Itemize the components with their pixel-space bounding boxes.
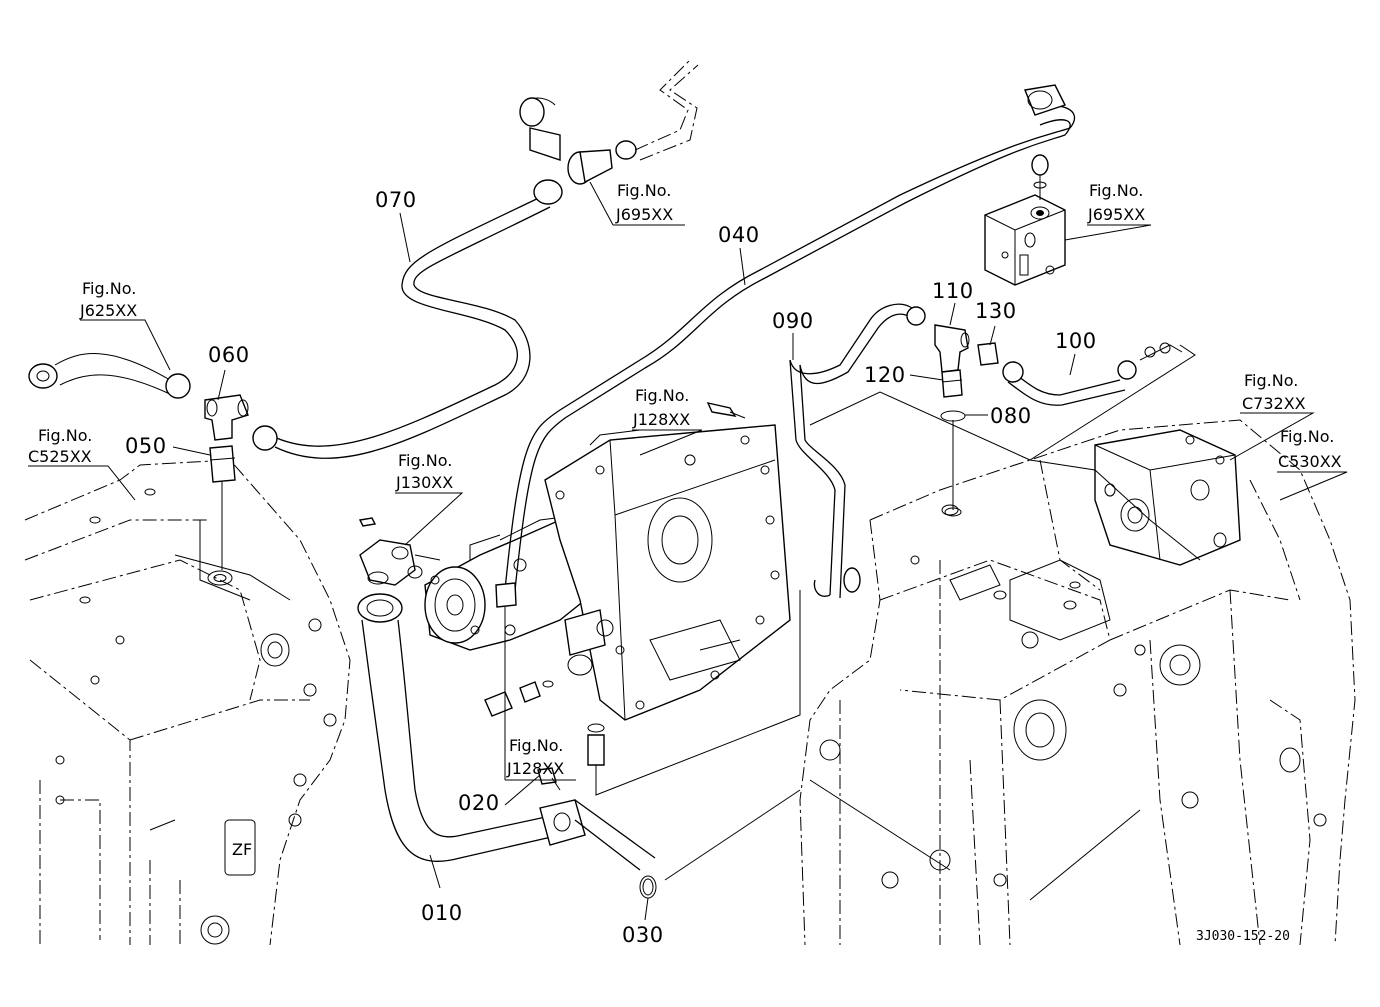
- part-label-080: 080: [990, 404, 1032, 428]
- pipe-040: [495, 84, 1076, 700]
- pipe-010-suction: [357, 593, 801, 881]
- part-label-060: 060: [208, 343, 250, 367]
- leader-lines: [28, 181, 1348, 921]
- svg-text:Fig.No.: Fig.No.: [617, 181, 671, 200]
- svg-text:Fig.No.: Fig.No.: [1244, 371, 1298, 390]
- svg-text:Fig.No.: Fig.No.: [1089, 181, 1143, 200]
- svg-text:J695XX: J695XX: [615, 205, 673, 224]
- adapter-130: [977, 342, 999, 366]
- left-housing-outline: ZF: [24, 459, 351, 946]
- svg-text:Fig.No.: Fig.No.: [38, 426, 92, 445]
- fig-ref-j128-bottom[interactable]: Fig.No. J128XX: [506, 736, 564, 778]
- fig-ref-c525[interactable]: Fig.No. C525XX: [28, 426, 92, 466]
- svg-text:C525XX: C525XX: [28, 447, 92, 466]
- part-label-020: 020: [458, 791, 500, 815]
- fig-ref-j128-top[interactable]: Fig.No. J128XX: [632, 386, 690, 429]
- fig-ref-c732[interactable]: Fig.No. C732XX: [1242, 371, 1306, 413]
- svg-text:Fig.No.: Fig.No.: [82, 279, 136, 298]
- suction-elbow-fitting: [359, 539, 441, 586]
- o-ring-080: [940, 410, 966, 422]
- pipe-ref-j625: [28, 353, 191, 399]
- fig-ref-j695-right[interactable]: Fig.No. J695XX: [1087, 181, 1145, 224]
- pto-gear-housing: [544, 424, 791, 721]
- svg-text:C530XX: C530XX: [1278, 452, 1342, 471]
- fig-ref-j695-left[interactable]: Fig.No. J695XX: [615, 181, 673, 224]
- drawing-code: 3J030-152-20: [1196, 929, 1290, 944]
- svg-text:J128XX: J128XX: [506, 759, 564, 778]
- svg-text:J128XX: J128XX: [632, 410, 690, 429]
- part-label-130: 130: [975, 299, 1017, 323]
- part-label-030: 030: [622, 923, 664, 947]
- svg-text:Fig.No.: Fig.No.: [635, 386, 689, 405]
- part-label-070: 070: [375, 188, 417, 212]
- pipe-070: [252, 179, 563, 459]
- svg-text:C732XX: C732XX: [1242, 394, 1306, 413]
- adapter-050: [209, 445, 236, 570]
- part-label-090: 090: [772, 309, 814, 333]
- pipe-100: [1002, 342, 1196, 461]
- svg-text:Fig.No.: Fig.No.: [1280, 427, 1334, 446]
- svg-text:J625XX: J625XX: [79, 301, 137, 320]
- part-label-120: 120: [864, 363, 906, 387]
- part-label-040: 040: [718, 223, 760, 247]
- pipe-ref-j695-left: [519, 59, 699, 185]
- svg-text:Fig.No.: Fig.No.: [398, 451, 452, 470]
- housing-logo-mark: ZF: [232, 840, 252, 859]
- part-label-110: 110: [932, 279, 974, 303]
- tee-fitting-110: [934, 324, 970, 373]
- svg-text:J695XX: J695XX: [1087, 205, 1145, 224]
- control-valve-block: [1029, 429, 1241, 566]
- fig-ref-j625[interactable]: Fig.No. J625XX: [79, 279, 137, 320]
- right-housing-outline: [799, 419, 1356, 946]
- manifold-block: [984, 194, 1066, 286]
- adapter-120: [941, 369, 963, 398]
- pipe-090: [789, 303, 926, 599]
- fig-ref-c530[interactable]: Fig.No. C530XX: [1278, 427, 1342, 471]
- tee-fitting-060: [204, 394, 249, 441]
- fig-ref-j130[interactable]: Fig.No. J130XX: [395, 451, 453, 492]
- part-label-050: 050: [125, 434, 167, 458]
- svg-text:J130XX: J130XX: [395, 473, 453, 492]
- part-label-100: 100: [1055, 329, 1097, 353]
- svg-text:Fig.No.: Fig.No.: [509, 736, 563, 755]
- part-label-010: 010: [421, 901, 463, 925]
- reference-line: [809, 391, 1031, 461]
